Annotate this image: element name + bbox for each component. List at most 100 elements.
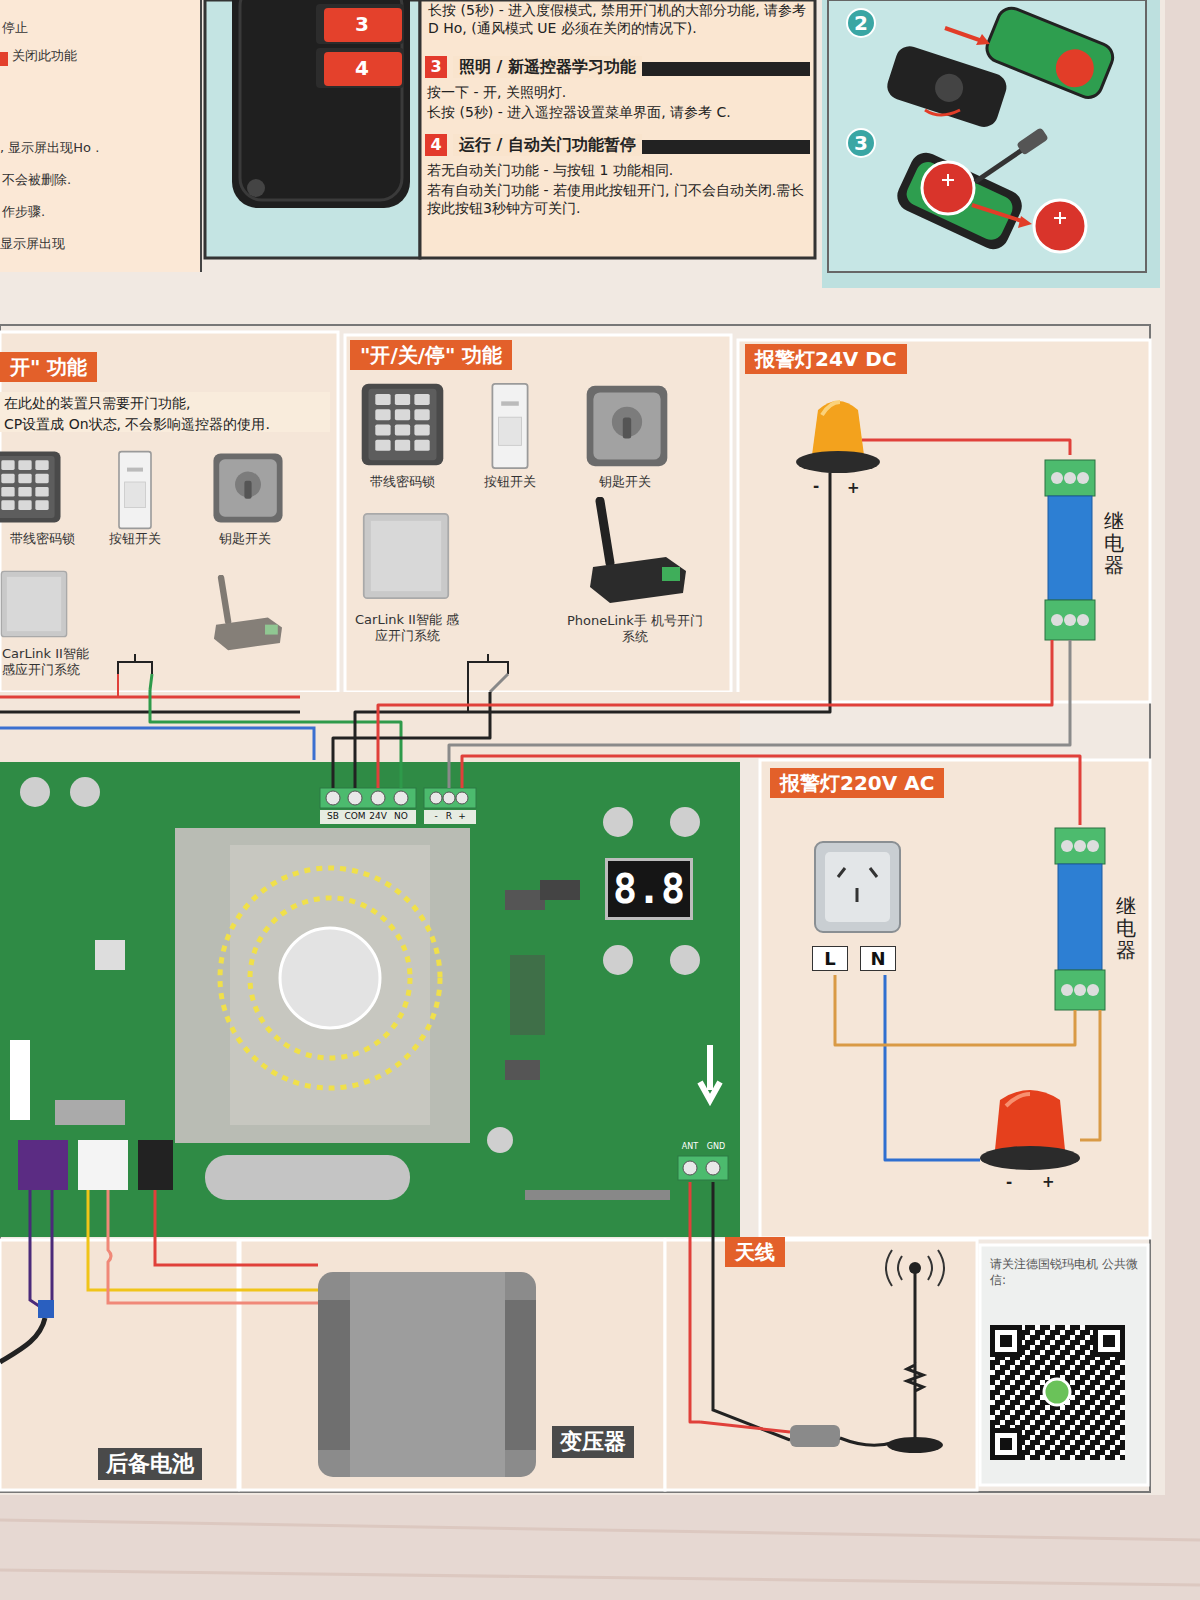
antenna-part — [790, 1425, 840, 1447]
control-board-part — [20, 777, 50, 807]
panel-grounds — [0, 325, 1150, 1492]
polarity-sign: - — [1006, 1173, 1012, 1192]
device-icon: CarLink II智能 感应开门系统 — [352, 508, 464, 650]
control-board-part — [683, 1161, 697, 1175]
battery-steps-part — [1034, 200, 1086, 252]
terminal-label: - — [429, 810, 443, 822]
bus-wires-part — [0, 728, 314, 760]
relay-1-part — [1051, 472, 1063, 484]
device-icon: 按钮开关 — [465, 380, 557, 500]
alarm-lamp-220v — [980, 1090, 1080, 1170]
qr-code-part — [1000, 1335, 1012, 1347]
device-icon: 按钮开关 — [92, 445, 179, 550]
battery-steps-part — [892, 147, 1027, 254]
panel-grounds-part — [0, 325, 1150, 1492]
alarm-lamp-24v-part — [829, 473, 832, 500]
device-icons-part — [590, 501, 686, 603]
note-fragment: , 显示屏出现Ho . — [0, 140, 99, 156]
control-board-part — [487, 1127, 513, 1153]
remote-button: 3 — [324, 8, 402, 42]
body-text: 在此处的装置只需要开门功能, — [4, 395, 190, 413]
control-board-part — [510, 955, 545, 1035]
transformer — [318, 1272, 536, 1477]
section-heading: 运行 / 自动关门功能暂停 — [453, 134, 642, 156]
control-board-part — [394, 791, 408, 805]
relay-2-part — [1055, 970, 1105, 1010]
wire — [462, 756, 1080, 825]
panel-heading: 开" 功能 — [0, 352, 97, 382]
control-board-part — [424, 810, 476, 824]
device-icons-part — [587, 386, 668, 467]
control-board-part — [603, 807, 633, 837]
antenna-panel: 天线 — [700, 1240, 975, 1490]
battery-steps-part-part — [892, 147, 1027, 254]
qr-code-part — [1044, 1379, 1070, 1405]
battery-steps-part-part — [931, 70, 966, 105]
battery-steps-part — [1016, 127, 1049, 155]
relay-2-part — [1061, 840, 1073, 852]
battery-steps-part — [922, 162, 974, 214]
note-text: 长按 (5秒) - 进入度假模式, 禁用开门机的大部分功能, 请参考 D Ho,… — [428, 2, 808, 37]
antenna-part — [700, 1422, 790, 1432]
switch-symbols-part — [490, 674, 508, 692]
button-number: 4 — [324, 52, 400, 84]
part-label: 后备电池 — [98, 1448, 202, 1480]
remote-control-part — [232, 0, 410, 208]
battery-steps-part — [975, 150, 1022, 182]
terminal-label: + — [455, 810, 469, 822]
control-board-part — [326, 791, 340, 805]
top-section-part — [828, 0, 1146, 272]
switch-symbols-part — [150, 674, 152, 690]
polarity-sign: + — [847, 479, 860, 498]
paper-part — [0, 1520, 1200, 1540]
note-text: 请关注德国锐玛电机 公共微信: — [990, 1256, 1140, 1288]
device-caption: CarLink II智能 感应开门系统 — [2, 646, 100, 677]
device-icon: 钥匙开关 — [570, 380, 682, 500]
switch-symbols — [118, 654, 508, 712]
instruction-section: 4运行 / 自动关门功能暂停若无自动关门功能 - 与按钮 1 功能相同.若有自动… — [425, 134, 810, 249]
relay-module: 继电器 — [1050, 825, 1145, 1010]
control-board-part — [430, 792, 442, 804]
device-icons-part — [364, 514, 448, 598]
relay-2-part — [1061, 984, 1073, 996]
board-cables-part — [0, 1318, 45, 1362]
step-number: 3 — [848, 130, 874, 156]
control-board-part — [525, 1190, 670, 1200]
panel-heading: 报警灯220V AC — [770, 768, 944, 798]
device-caption: 带线密码锁 — [2, 531, 82, 547]
control-board-part — [18, 1140, 68, 1190]
power-socket: LN — [810, 838, 905, 975]
control-board-part — [320, 788, 416, 808]
wire — [449, 640, 1070, 788]
body-text: CP设置成 On状态, 不会影响遥控器的使用. — [4, 416, 270, 434]
board-cables-part — [155, 1190, 318, 1265]
control-board-part — [424, 788, 476, 808]
device-icons — [0, 384, 686, 650]
top-section-part — [822, 0, 1160, 288]
relay-2-part — [1058, 864, 1102, 970]
instruction-section: 3照明 / 新遥控器学习功能按一下 - 开, 关照明灯.长按 (5秒) - 进入… — [425, 56, 810, 132]
device-icons-part — [213, 453, 282, 522]
panel-grounds-part — [240, 1240, 665, 1490]
control-board-part — [0, 762, 740, 1237]
transformer-part — [350, 1272, 505, 1477]
relay-1-part — [1045, 460, 1095, 496]
terminal-label: ANT — [677, 1142, 703, 1152]
control-board-part — [70, 777, 100, 807]
relay-module: 继电器 — [1040, 455, 1135, 640]
relay-1-part — [1077, 472, 1089, 484]
body-text: 若有自动关门功能 - 若使用此按钮开门, 门不会自动关闭.需长按此按钮3秒钟方可… — [427, 182, 807, 217]
terminal-block: ANTGND — [676, 1140, 731, 1182]
terminal-label: NO — [390, 810, 412, 822]
alarm-lamp-220v-part — [980, 1146, 1080, 1170]
polarity-sign: + — [1042, 1173, 1055, 1192]
antenna-part — [909, 1262, 921, 1274]
control-board-part — [443, 792, 455, 804]
battery-steps-part — [1018, 216, 1032, 228]
device-caption: 钥匙开关 — [570, 474, 680, 490]
top-section-part — [0, 52, 8, 66]
alarm-lamp-24v-part — [822, 402, 840, 415]
alarm-lamp-24v-part — [812, 401, 864, 455]
